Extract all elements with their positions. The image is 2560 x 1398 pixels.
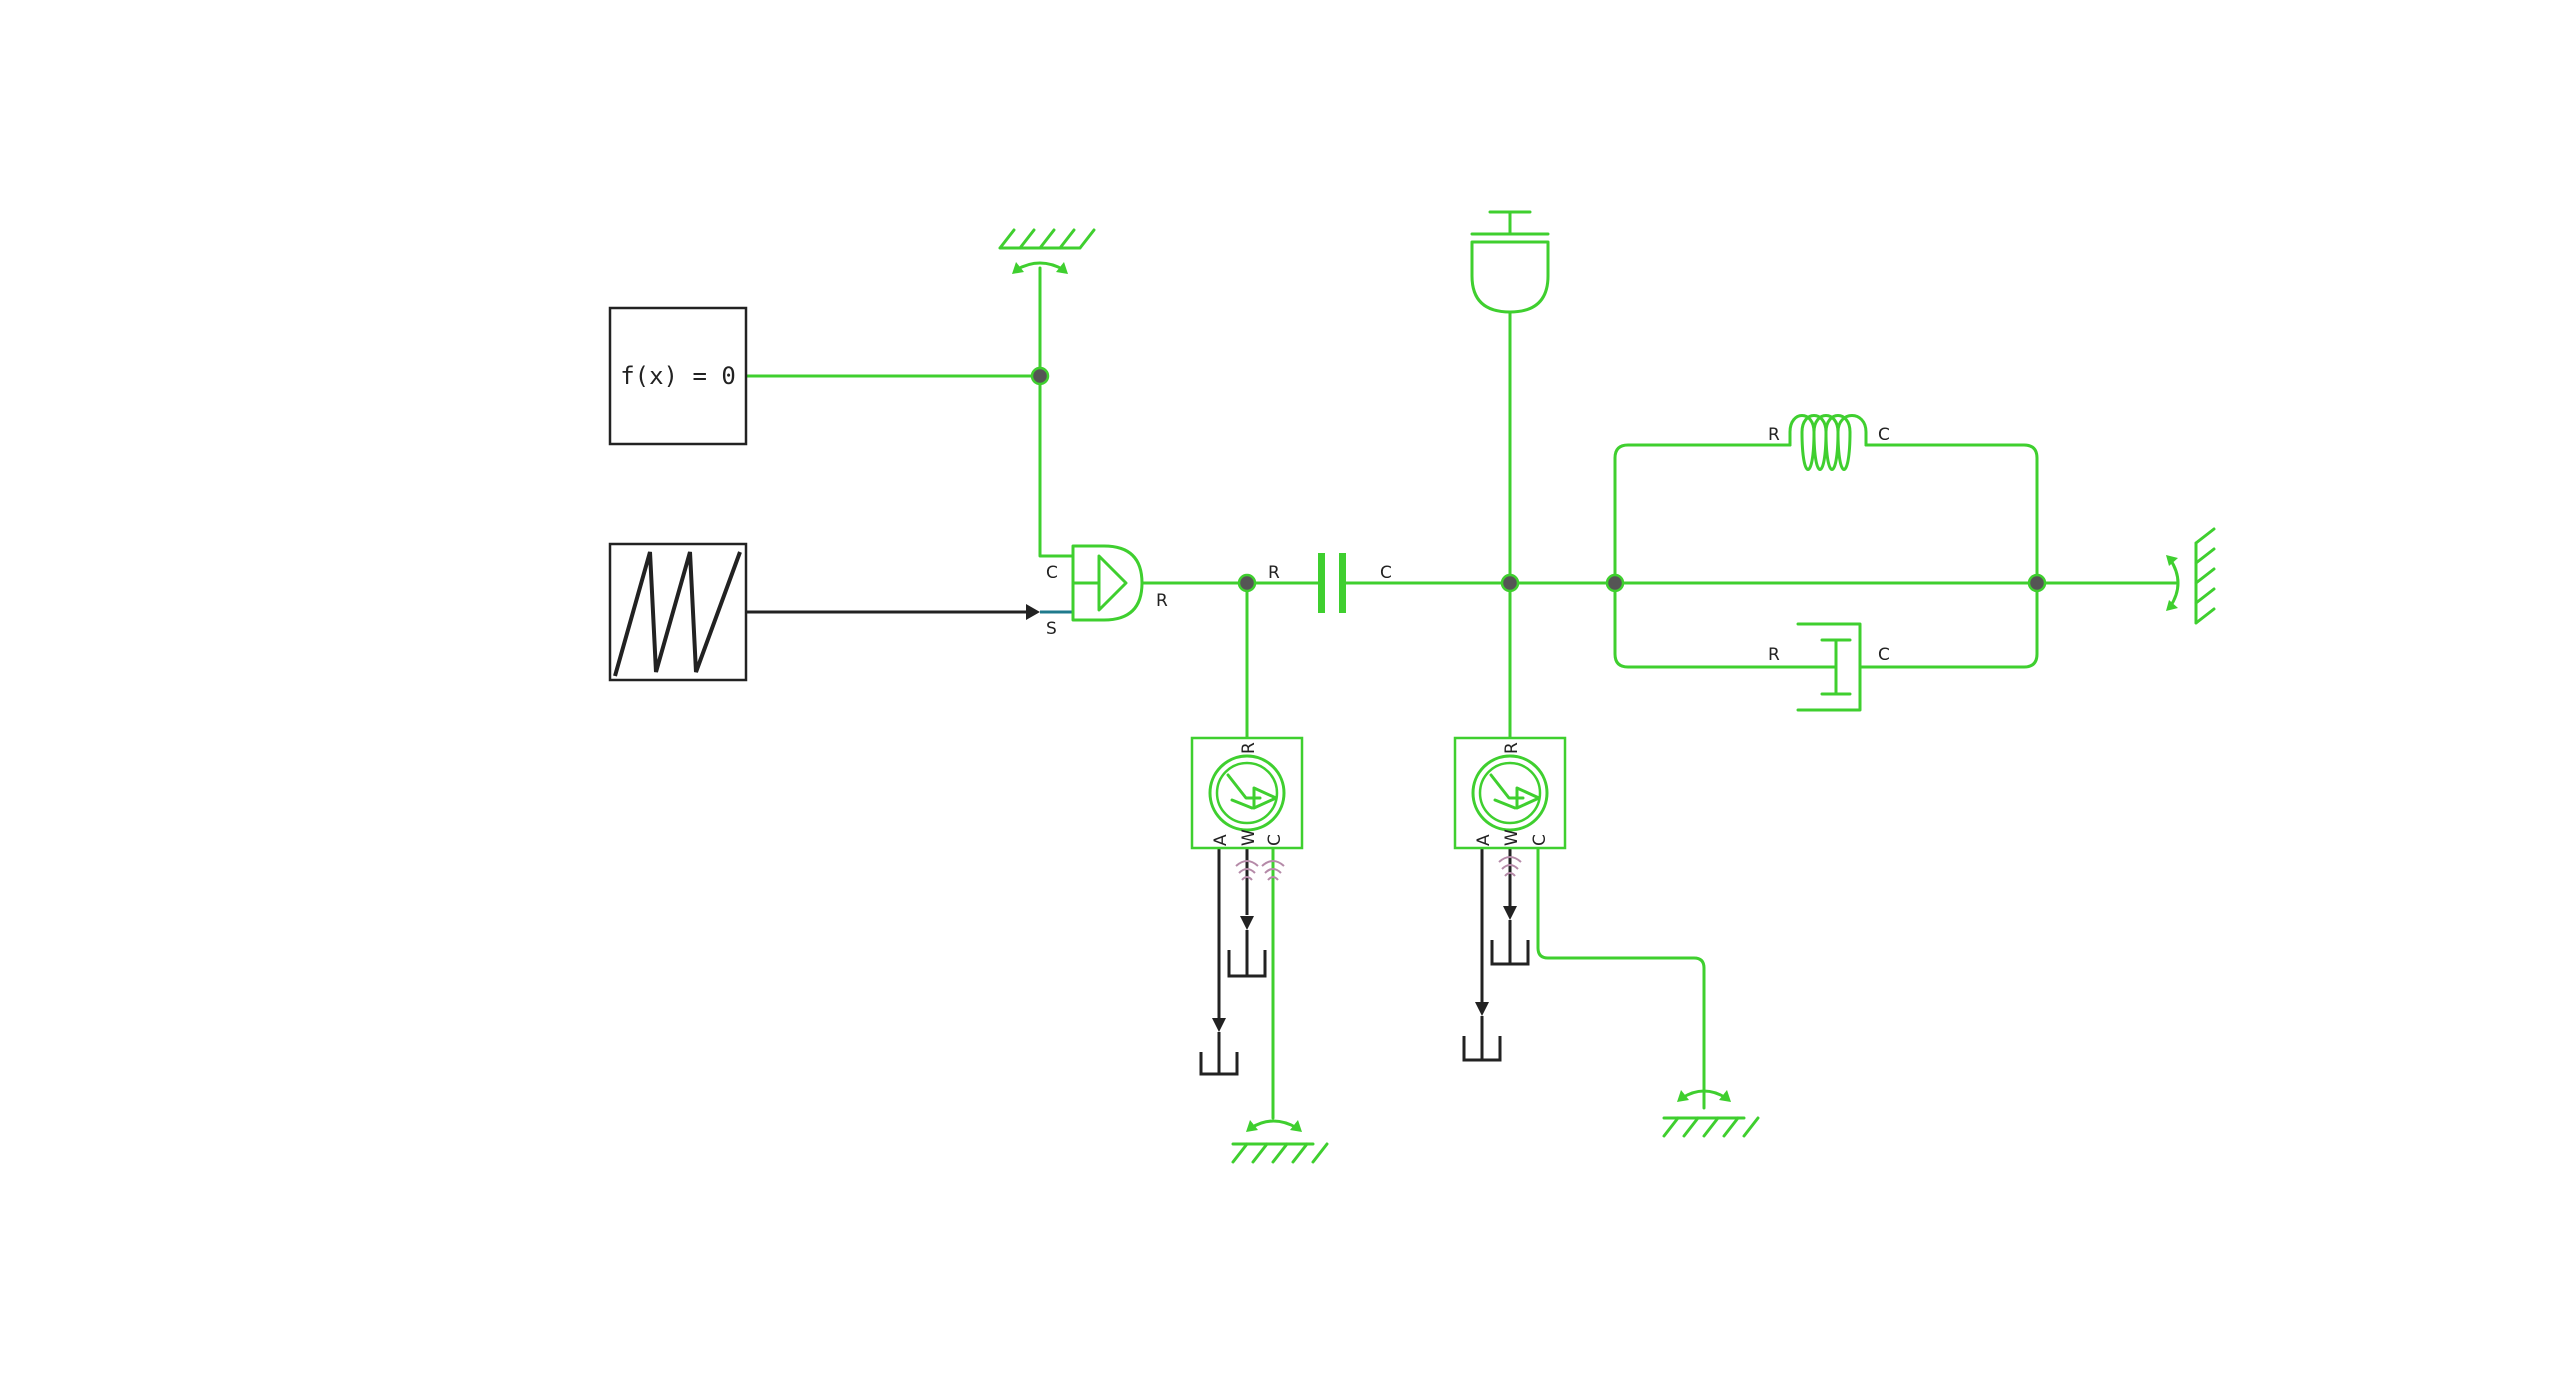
- wifi-icon: [1235, 860, 1259, 881]
- ground-hatch-icon: [1662, 1116, 1760, 1138]
- inertia-icon: [1470, 210, 1550, 314]
- wire-spring-right[interactable]: [1864, 443, 2039, 585]
- sensor-left-port-w: W: [1239, 829, 1259, 846]
- sensor-left-port-a: A: [1211, 834, 1231, 846]
- ground-hatch-icon: [2194, 527, 2216, 625]
- constant-label: f(x) = 0: [620, 362, 736, 390]
- wifi-icon: [1261, 860, 1285, 881]
- ground-top[interactable]: [998, 228, 1096, 274]
- damper-piston-icon: [1810, 638, 1852, 696]
- sensor-right-port-w: W: [1502, 829, 1522, 846]
- ground-hatch-icon: [1231, 1142, 1329, 1164]
- capacitor-port-r: R: [1268, 563, 1280, 583]
- actuator-port-r: R: [1156, 591, 1168, 611]
- actuator-port-s: S: [1046, 619, 1057, 639]
- damper-housing-icon: [1796, 622, 1862, 712]
- constant-block[interactable]: f(x) = 0: [608, 306, 748, 446]
- damper-port-r: R: [1768, 645, 1780, 665]
- wire-damper-right[interactable]: [1858, 581, 2039, 669]
- rotational-damper[interactable]: R C: [1768, 622, 1890, 712]
- spring-port-r: R: [1768, 425, 1780, 445]
- junction-nodes: [1030, 366, 2047, 593]
- damper-port-c: C: [1878, 645, 1890, 665]
- terminator-icon: [1199, 1032, 1239, 1076]
- junction-node: [1030, 366, 1050, 386]
- spring-coil-icon: [1788, 414, 1868, 471]
- sawtooth-block[interactable]: [608, 542, 748, 682]
- triangle-icon: [1097, 554, 1128, 612]
- ground-bottom-right[interactable]: [1662, 1089, 1760, 1138]
- sensor-left-port-c: C: [1265, 834, 1285, 846]
- terminator-icon: [1490, 920, 1530, 966]
- arrow-down-icon: [1240, 916, 1254, 930]
- junction-node: [2027, 573, 2047, 593]
- ground-bottom-left[interactable]: [1231, 1119, 1329, 1164]
- capacitor-element[interactable]: R C: [1268, 553, 1392, 613]
- inertia-mass[interactable]: [1470, 210, 1550, 314]
- wires: [744, 266, 2180, 1120]
- wifi-icon: [1498, 856, 1522, 877]
- motion-sensor-left[interactable]: R A W C: [1190, 736, 1304, 881]
- sensor-right-port-a: A: [1474, 834, 1494, 846]
- spring-port-c: C: [1878, 425, 1890, 445]
- wire-sensor-right-to-ground[interactable]: [1536, 846, 1706, 1110]
- ground-hatch-icon: [998, 228, 1096, 250]
- junction-node: [1237, 573, 1257, 593]
- sawtooth-wave-icon: [613, 551, 742, 677]
- wire-ground-to-actuator-c[interactable]: [1038, 266, 1075, 558]
- sensor-gauge-icon: [1226, 773, 1278, 810]
- wire-damper-left[interactable]: [1613, 581, 1814, 669]
- arrow-down-icon: [1212, 1018, 1226, 1032]
- motion-sensor-right[interactable]: R A W C: [1453, 736, 1567, 877]
- arrow-down-icon: [1475, 1002, 1489, 1016]
- terminator-icon: [1227, 930, 1267, 978]
- capacitor-port-c: C: [1380, 563, 1392, 583]
- sensor-gauge-icon: [1489, 773, 1541, 810]
- torque-actuator[interactable]: C S R: [1046, 544, 1168, 639]
- ground-right[interactable]: [2166, 527, 2216, 625]
- sensor-right-port-r: R: [1502, 742, 1522, 754]
- actuator-port-c: C: [1046, 563, 1058, 583]
- terminator-icon: [1462, 1016, 1502, 1062]
- rotational-spring[interactable]: R C: [1768, 414, 1890, 471]
- sensor-right-port-c: C: [1530, 834, 1550, 846]
- junction-node: [1605, 573, 1625, 593]
- junction-node: [1500, 573, 1520, 593]
- sensor-left-port-r: R: [1239, 742, 1259, 754]
- signal-arrow-icon: [1026, 604, 1040, 620]
- wire-spring-left[interactable]: [1613, 443, 1792, 585]
- arrow-down-icon: [1503, 906, 1517, 920]
- signal-wires: [746, 604, 1530, 1076]
- rotation-arrow-icon: [1249, 1119, 1299, 1130]
